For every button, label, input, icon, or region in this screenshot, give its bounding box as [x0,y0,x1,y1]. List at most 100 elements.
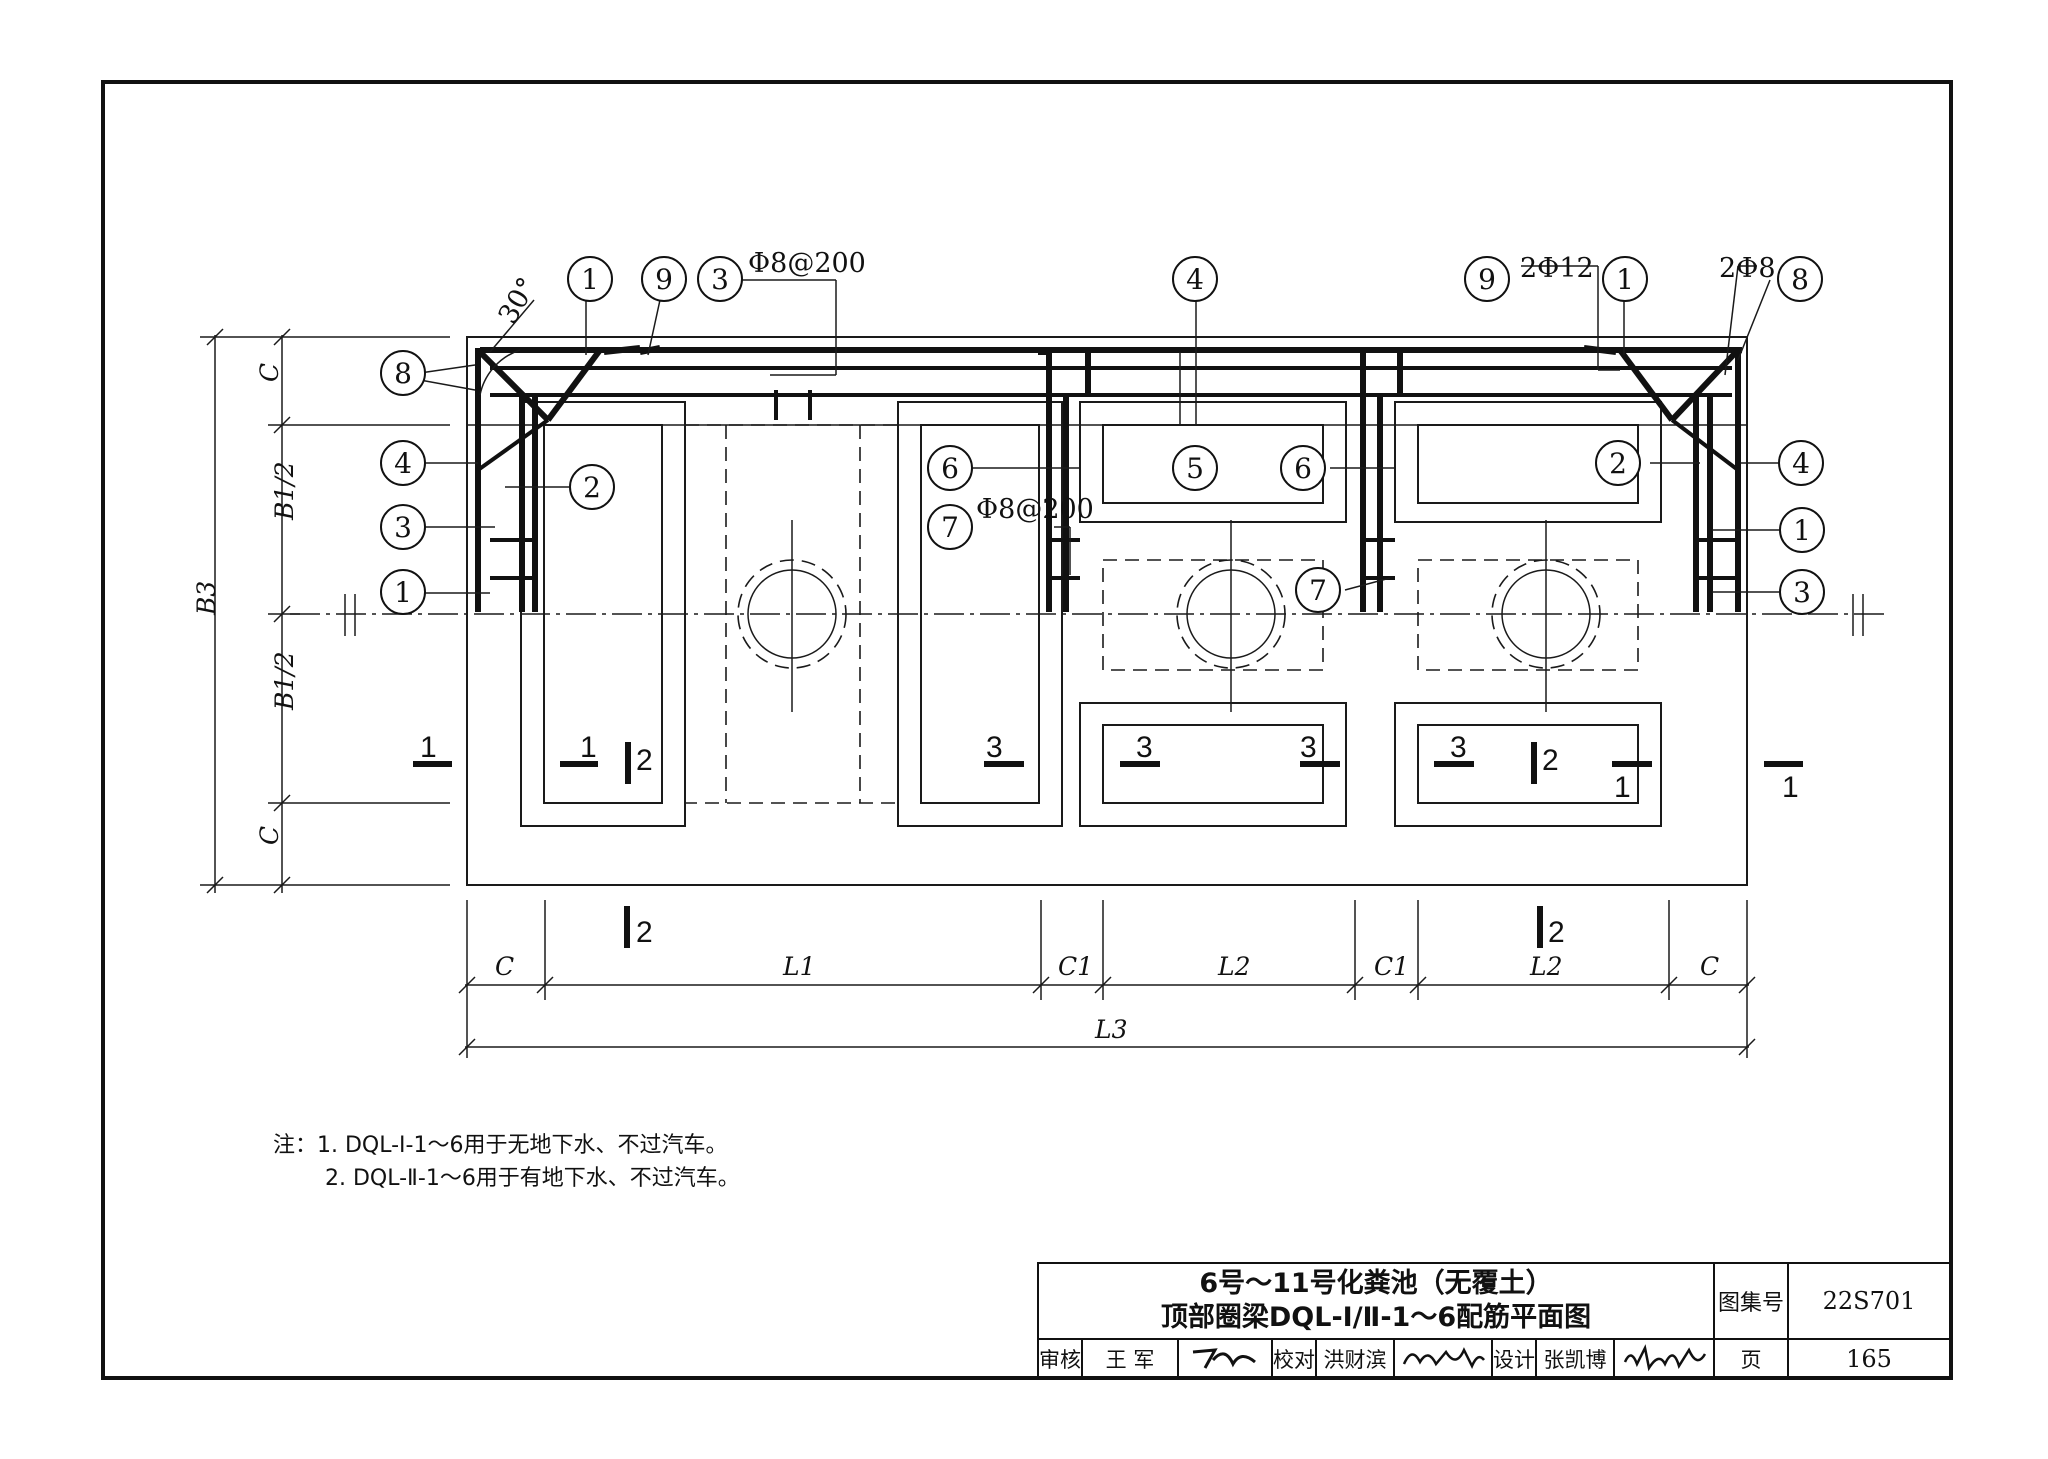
page-no: 165 [1787,1338,1951,1380]
callout-number: 4 [1186,263,1204,296]
section-mark-3-b: 3 [1136,731,1153,764]
design-signature [1613,1338,1715,1380]
label-two-phi12: 2Φ12 [1520,253,1594,284]
callout-bubble: 7 [1295,567,1341,613]
atlas-label: 图集号 [1713,1262,1789,1340]
label-phi8-200-top: Φ8@200 [748,248,866,279]
callout-circle [1779,569,1825,615]
callout-circle [567,256,613,302]
dim-tick [1346,976,1364,994]
section-mark-2-bottom-right: 2 [1548,916,1565,949]
centerline [290,594,1890,636]
callout-bubble: 3 [380,504,426,550]
callout-number: 6 [1294,452,1312,485]
leaders [419,265,1780,594]
section-mark-1-left: 1 [420,731,437,764]
title-block: 6号～11号化粪池（无覆土） 顶部圈梁DQL-Ⅰ/Ⅱ-1～6配筋平面图 图集号 … [1037,1262,1951,1380]
dim-v-c-top: C [255,363,284,382]
design-signature-mark [1623,1343,1707,1371]
callout-circle [1778,440,1824,486]
callout-circle [1777,256,1823,302]
dim-h-c-left: C [495,952,514,981]
callout-number: 9 [655,263,673,296]
callout-number: 1 [1793,514,1811,547]
callout-circle [1295,567,1341,613]
review-label: 审核 [1037,1338,1083,1380]
check-signature-mark [1402,1346,1485,1369]
angle-label: 30° [493,272,544,329]
dim-v-c-bottom: C [255,826,284,845]
dim-v-b1-half-top: B1/2 [270,461,299,521]
callout-circle [380,504,426,550]
dim-v-b1-half-bottom: B1/2 [270,651,299,711]
callout-bubble: 4 [1172,256,1218,302]
callout-number: 1 [1616,263,1634,296]
section-mark-3-a: 3 [986,731,1003,764]
section-mark-3-d: 3 [1450,731,1467,764]
label-two-phi8: 2Φ8 [1719,253,1776,284]
callout-bubble: 6 [927,445,973,491]
dim-tick [536,976,554,994]
callout-number: 4 [1792,447,1810,480]
callout-circle [380,440,426,486]
title-line-1: 6号～11号化粪池（无覆土） [1199,1268,1553,1299]
callout-circle [927,445,973,491]
dim-tick [458,976,476,994]
title-cell: 6号～11号化粪池（无覆土） 顶部圈梁DQL-Ⅰ/Ⅱ-1～6配筋平面图 [1037,1262,1715,1340]
callout-bubble: 4 [1778,440,1824,486]
callout-bubble: 8 [1777,256,1823,302]
callout-circle [1602,256,1648,302]
callout-bubble: 1 [1779,507,1825,553]
callout-circle [927,504,973,550]
horizontal-dimensions: C L1 C1 L2 C1 L2 C L3 [458,900,1756,1058]
dim-tick [1738,976,1756,994]
dim-h-c1-a: C1 [1058,952,1093,981]
angle-mark: 30° [479,272,544,396]
callout-circle [1779,507,1825,553]
callout-number: 2 [583,471,601,504]
callout-number: 3 [1793,576,1811,609]
title-line-2: 顶部圈梁DQL-Ⅰ/Ⅱ-1～6配筋平面图 [1160,1302,1592,1333]
atlas-no: 22S701 [1787,1262,1951,1340]
callout-circle [697,256,743,302]
callout-bubble: 8 [380,350,426,396]
check-name: 洪财滨 [1315,1338,1395,1380]
dim-h-l1: L1 [782,952,816,981]
label-phi8-200-mid: Φ8@200 [976,494,1094,525]
page-label: 页 [1713,1338,1789,1380]
section-mark-2-b: 2 [1542,744,1559,777]
callout-number: 5 [1186,452,1204,485]
check-label: 校对 [1271,1338,1317,1380]
callout-bubble: 3 [697,256,743,302]
section-marks: 1 1 2 3 3 3 3 2 1 1 2 2 [413,731,1803,949]
dim-tick [1738,1038,1756,1056]
section-mark-2-bottom-left: 2 [636,916,653,949]
callout-number: 8 [1791,263,1809,296]
callout-number: 6 [941,452,959,485]
callout-number: 1 [394,576,412,609]
section-mark-1-right: 1 [1782,771,1799,804]
review-signature-mark [1192,1347,1256,1369]
dim-h-c-right: C [1700,952,1719,981]
callout-bubble: 9 [1464,256,1510,302]
callout-circle [1172,256,1218,302]
callout-bubble: 2 [1595,440,1641,486]
callout-number: 7 [941,511,959,544]
callout-circle [380,569,426,615]
callout-number: 1 [581,263,599,296]
section-mark-3-c: 3 [1300,731,1317,764]
design-name: 张凯博 [1535,1338,1615,1380]
note-line-2: 2. DQL-Ⅱ-1～6用于有地下水、不过汽车。 [325,1166,740,1191]
callout-circle [1280,445,1326,491]
dim-h-c1-b: C1 [1374,952,1409,981]
callout-number: 7 [1309,574,1327,607]
callout-bubble: 1 [567,256,613,302]
sheet-border [101,80,1953,1380]
callout-circle [380,350,426,396]
dim-tick [458,1038,476,1056]
callout-bubble: 9 [641,256,687,302]
note-line-1: 注：1. DQL-Ⅰ-1～6用于无地下水、不过汽车。 [273,1133,728,1158]
dim-tick [1409,976,1427,994]
dim-tick [1094,976,1112,994]
dim-b3: B3 [192,581,221,616]
